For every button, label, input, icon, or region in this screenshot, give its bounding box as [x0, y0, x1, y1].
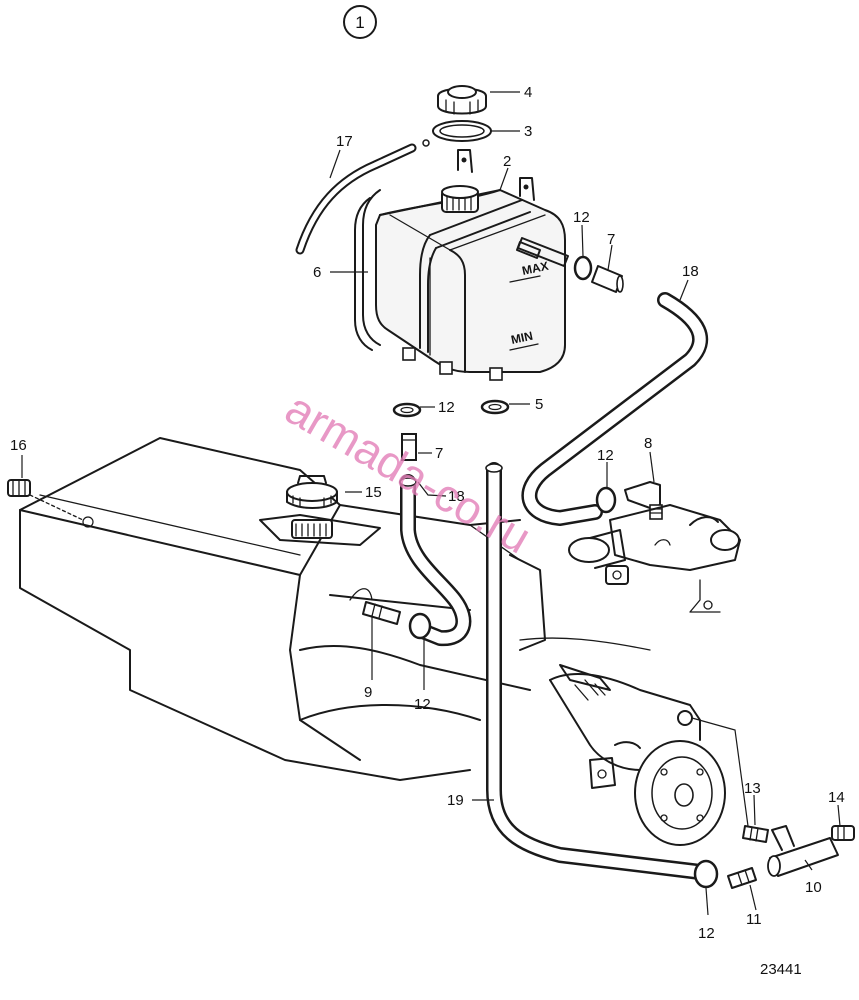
expansion-tank: MAX MIN	[354, 149, 566, 381]
figure-number-badge: 1	[343, 5, 377, 39]
tank-min-mark: MIN	[510, 329, 534, 347]
engine-nipple	[362, 601, 401, 625]
callout-12-e: 12	[698, 925, 715, 942]
engine-filler-cap	[286, 475, 338, 539]
upper-coolant-hose	[521, 292, 709, 526]
lower-nipple	[727, 867, 757, 889]
long-return-hose	[485, 462, 708, 880]
callout-6: 6	[313, 264, 321, 281]
callout-12-d: 12	[414, 696, 431, 713]
callout-18-b: 18	[448, 488, 465, 505]
hose-clamp-engine	[408, 612, 432, 640]
tank-max-mark: MAX	[521, 259, 550, 278]
tee-fitting	[767, 825, 839, 877]
hose-clamp-upper-right	[573, 255, 593, 281]
svg-text:1: 1	[355, 13, 364, 32]
water-pump	[549, 664, 726, 846]
callout-14: 14	[828, 789, 845, 806]
pump-nipple	[742, 825, 769, 843]
callout-11: 11	[746, 911, 762, 928]
hose-clamp-tank-left	[392, 402, 422, 418]
callout-labels: 4 3 2 17 6 12 7 18 12 5 7 18 15 16 12 8 …	[10, 84, 845, 942]
callout-5: 5	[535, 396, 543, 413]
connector-pipe-upper	[591, 265, 624, 293]
elbow-fitting	[624, 481, 663, 520]
callout-12-b: 12	[438, 399, 455, 416]
callout-13: 13	[744, 780, 761, 797]
callout-15: 15	[365, 484, 382, 501]
connector-pipe-lower	[401, 433, 417, 461]
callout-7-b: 7	[435, 445, 443, 462]
callout-4: 4	[524, 84, 532, 101]
drain-plug	[7, 479, 31, 497]
callout-10: 10	[805, 879, 822, 896]
callout-17: 17	[336, 133, 353, 150]
pressure-cap	[437, 85, 487, 115]
callout-12-c: 12	[597, 447, 614, 464]
hose-clamp-thermostat	[595, 486, 617, 514]
overflow-hose	[295, 139, 430, 255]
callout-19: 19	[447, 792, 464, 809]
hose-clamp-tank-right	[480, 399, 510, 415]
callout-8: 8	[644, 435, 652, 452]
thermostat-housing	[568, 504, 741, 613]
callout-7-a: 7	[607, 231, 615, 248]
tee-plug	[831, 825, 855, 841]
lower-s-hose	[399, 474, 472, 647]
callout-2: 2	[503, 153, 511, 170]
leader-lines	[21, 91, 841, 916]
cap-gasket	[432, 120, 492, 142]
callout-3: 3	[524, 123, 532, 140]
tank-nipple	[517, 237, 569, 267]
engine-block	[19, 437, 651, 781]
callout-16: 16	[10, 437, 27, 454]
drawing-number: 23441	[760, 961, 802, 978]
hose-clamp-lower	[693, 859, 719, 889]
callout-18-a: 18	[682, 263, 699, 280]
callout-9: 9	[364, 684, 372, 701]
callout-12-a: 12	[573, 209, 590, 226]
